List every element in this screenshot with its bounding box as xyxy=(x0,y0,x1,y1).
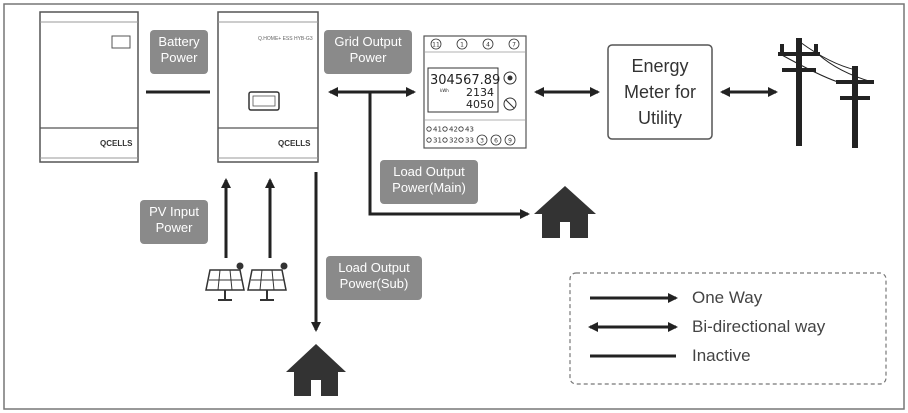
meter-row1-terminal-circle xyxy=(442,126,448,132)
meter-top-terminal-circle xyxy=(456,38,468,50)
meter-top-terminal-label: 4 xyxy=(486,42,490,49)
utility-pole-icon xyxy=(778,38,874,148)
energy-meter-line-2: Meter for xyxy=(624,82,696,102)
meter-row1-terminal-circle xyxy=(458,126,464,132)
meter-row2-terminal-label: 33 xyxy=(465,137,474,145)
meter-row2-terminal-circle xyxy=(476,134,488,146)
battery-brand-text: QCELLS xyxy=(100,139,133,148)
meter-top-terminal-circle xyxy=(508,38,520,50)
load-main-arrow xyxy=(368,92,530,219)
meter-row2-terminal-label: 3 xyxy=(480,138,484,145)
energy-meter-line-1: Energy xyxy=(631,56,688,76)
battery-terminal-icon xyxy=(111,35,131,49)
solar-panel-icon-2 xyxy=(247,262,288,301)
meter-row1-terminal-label: 43 xyxy=(465,126,474,134)
inverter-brand-text: QCELLS xyxy=(278,139,311,148)
house-icon-main xyxy=(534,186,596,238)
meter-unit: kWh xyxy=(440,88,449,93)
legend-inactive-text: Inactive xyxy=(692,346,751,365)
load-output-main-label: Load Output Power(Main) xyxy=(380,160,478,204)
energy-meter-line-3: Utility xyxy=(638,108,682,128)
meter-display xyxy=(427,67,499,113)
meter-row2-terminal-circle xyxy=(426,137,432,143)
legend-box xyxy=(569,272,887,385)
meter-row2-terminal-circle xyxy=(490,134,502,146)
meter-third-reading: 4050 xyxy=(466,98,494,111)
inverter-model-text: Q.HOME+ ESS HYB-G3 xyxy=(258,36,313,42)
meter-top-terminal-circle xyxy=(482,38,494,50)
meter-top-terminal-label: 11 xyxy=(432,42,440,49)
battery-unit: QCELLS xyxy=(39,11,139,163)
meter-row2-terminal-label: 9 xyxy=(508,138,512,145)
meter-top-terminal-circle xyxy=(430,38,442,50)
outer-frame xyxy=(3,3,905,410)
meter-row1-terminal-label: 41 xyxy=(433,126,442,134)
meter-dial-icon xyxy=(503,71,517,85)
meter-main-reading: 304567.89 xyxy=(430,73,500,88)
meter-row2-terminal-label: 31 xyxy=(433,137,442,145)
meter-top-terminal-label: 1 xyxy=(460,42,464,49)
meter-row2-terminal-circle xyxy=(442,137,448,143)
meter-row2-terminal-label: 6 xyxy=(494,138,498,145)
legend-one-way-text: One Way xyxy=(692,288,763,307)
meter-terminal-row-1: 41 42 43 xyxy=(426,126,474,134)
energy-meter-box xyxy=(607,44,713,140)
solar-panel-icon-1 xyxy=(205,262,245,301)
house-icon-sub xyxy=(286,344,346,396)
inverter-unit: Q.HOME+ ESS HYB-G3 QCELLS xyxy=(217,11,319,163)
load-output-sub-label: Load Output Power(Sub) xyxy=(326,256,422,300)
pv-input-power-label: PV Input Power xyxy=(140,200,208,244)
legend-bi-directional-text: Bi-directional way xyxy=(692,317,826,336)
meter-row1-terminal-label: 42 xyxy=(449,126,458,134)
meter-top-terminal-label: 7 xyxy=(512,42,516,49)
meter-row2-terminal-circle xyxy=(504,134,516,146)
battery-power-label: Battery Power xyxy=(150,30,208,74)
meter-knob-icon xyxy=(503,97,517,111)
meter-row1-terminal-circle xyxy=(426,126,432,132)
meter-sub-reading: 2134 xyxy=(466,86,494,99)
meter-row2-terminal-circle xyxy=(458,137,464,143)
grid-output-power-label: Grid Output Power xyxy=(324,30,412,74)
meter-row2-terminal-label: 32 xyxy=(449,137,458,145)
